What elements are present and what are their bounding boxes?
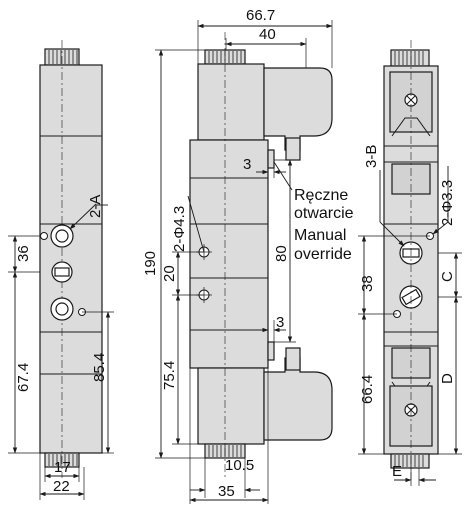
dim-67-4: 67.4 — [15, 363, 32, 392]
dim-190: 190 — [142, 251, 159, 276]
note-en-line1: Manual — [294, 227, 346, 244]
dim-35: 35 — [218, 483, 235, 500]
mid-upper-solenoid — [197, 63, 265, 141]
label-c: C — [439, 271, 456, 282]
label-2-phi-4-3: 2-Φ4.3 — [171, 206, 188, 252]
label-e: E — [392, 463, 402, 480]
mid-lower-gland — [285, 347, 301, 371]
left-body — [39, 64, 103, 454]
dim-75-4: 75.4 — [161, 361, 178, 390]
dim-85-4: 85.4 — [91, 353, 108, 382]
middle-view — [155, 20, 333, 504]
dim-17: 17 — [54, 459, 71, 476]
dim-80: 80 — [273, 245, 290, 262]
note-pl-line2: otwarcie — [294, 205, 354, 222]
dim-20: 20 — [161, 265, 178, 282]
dim-10-5: 10.5 — [225, 457, 254, 474]
left-side-hole-upper — [40, 232, 48, 240]
mid-upper-gland — [285, 137, 301, 161]
mid-lower-connector — [263, 357, 333, 441]
mid-top-knurl — [208, 51, 242, 63]
note-en-line2: override — [294, 246, 352, 263]
dim-66-7: 66.7 — [246, 7, 275, 24]
right-top-knurl — [394, 51, 424, 65]
mid-bottom-knurl — [208, 445, 242, 457]
label-2-a: 2-A — [87, 195, 104, 218]
dim-40: 40 — [259, 26, 276, 43]
mid-override-lower — [267, 341, 275, 361]
right-bottom-cap — [390, 453, 430, 469]
mid-override-upper — [267, 149, 275, 169]
dim-38: 38 — [359, 275, 376, 292]
mid-lower-solenoid — [197, 367, 265, 445]
dim-36: 36 — [15, 245, 32, 262]
right-view — [358, 40, 462, 486]
left-view — [8, 40, 114, 500]
dim-22: 22 — [53, 478, 70, 495]
label-2-phi-3-3: 2-Φ3.3 — [439, 180, 456, 226]
dim-66-4: 66.4 — [359, 375, 376, 404]
left-top-knurl — [48, 50, 78, 64]
dim-3-bottom: 3 — [276, 314, 284, 331]
note-pl-line1: Ręczne — [294, 187, 348, 204]
dim-3-top: 3 — [243, 156, 251, 173]
label-d: D — [439, 373, 456, 384]
left-bottom-knurl — [48, 454, 78, 466]
label-3-b: 3-B — [363, 145, 380, 168]
